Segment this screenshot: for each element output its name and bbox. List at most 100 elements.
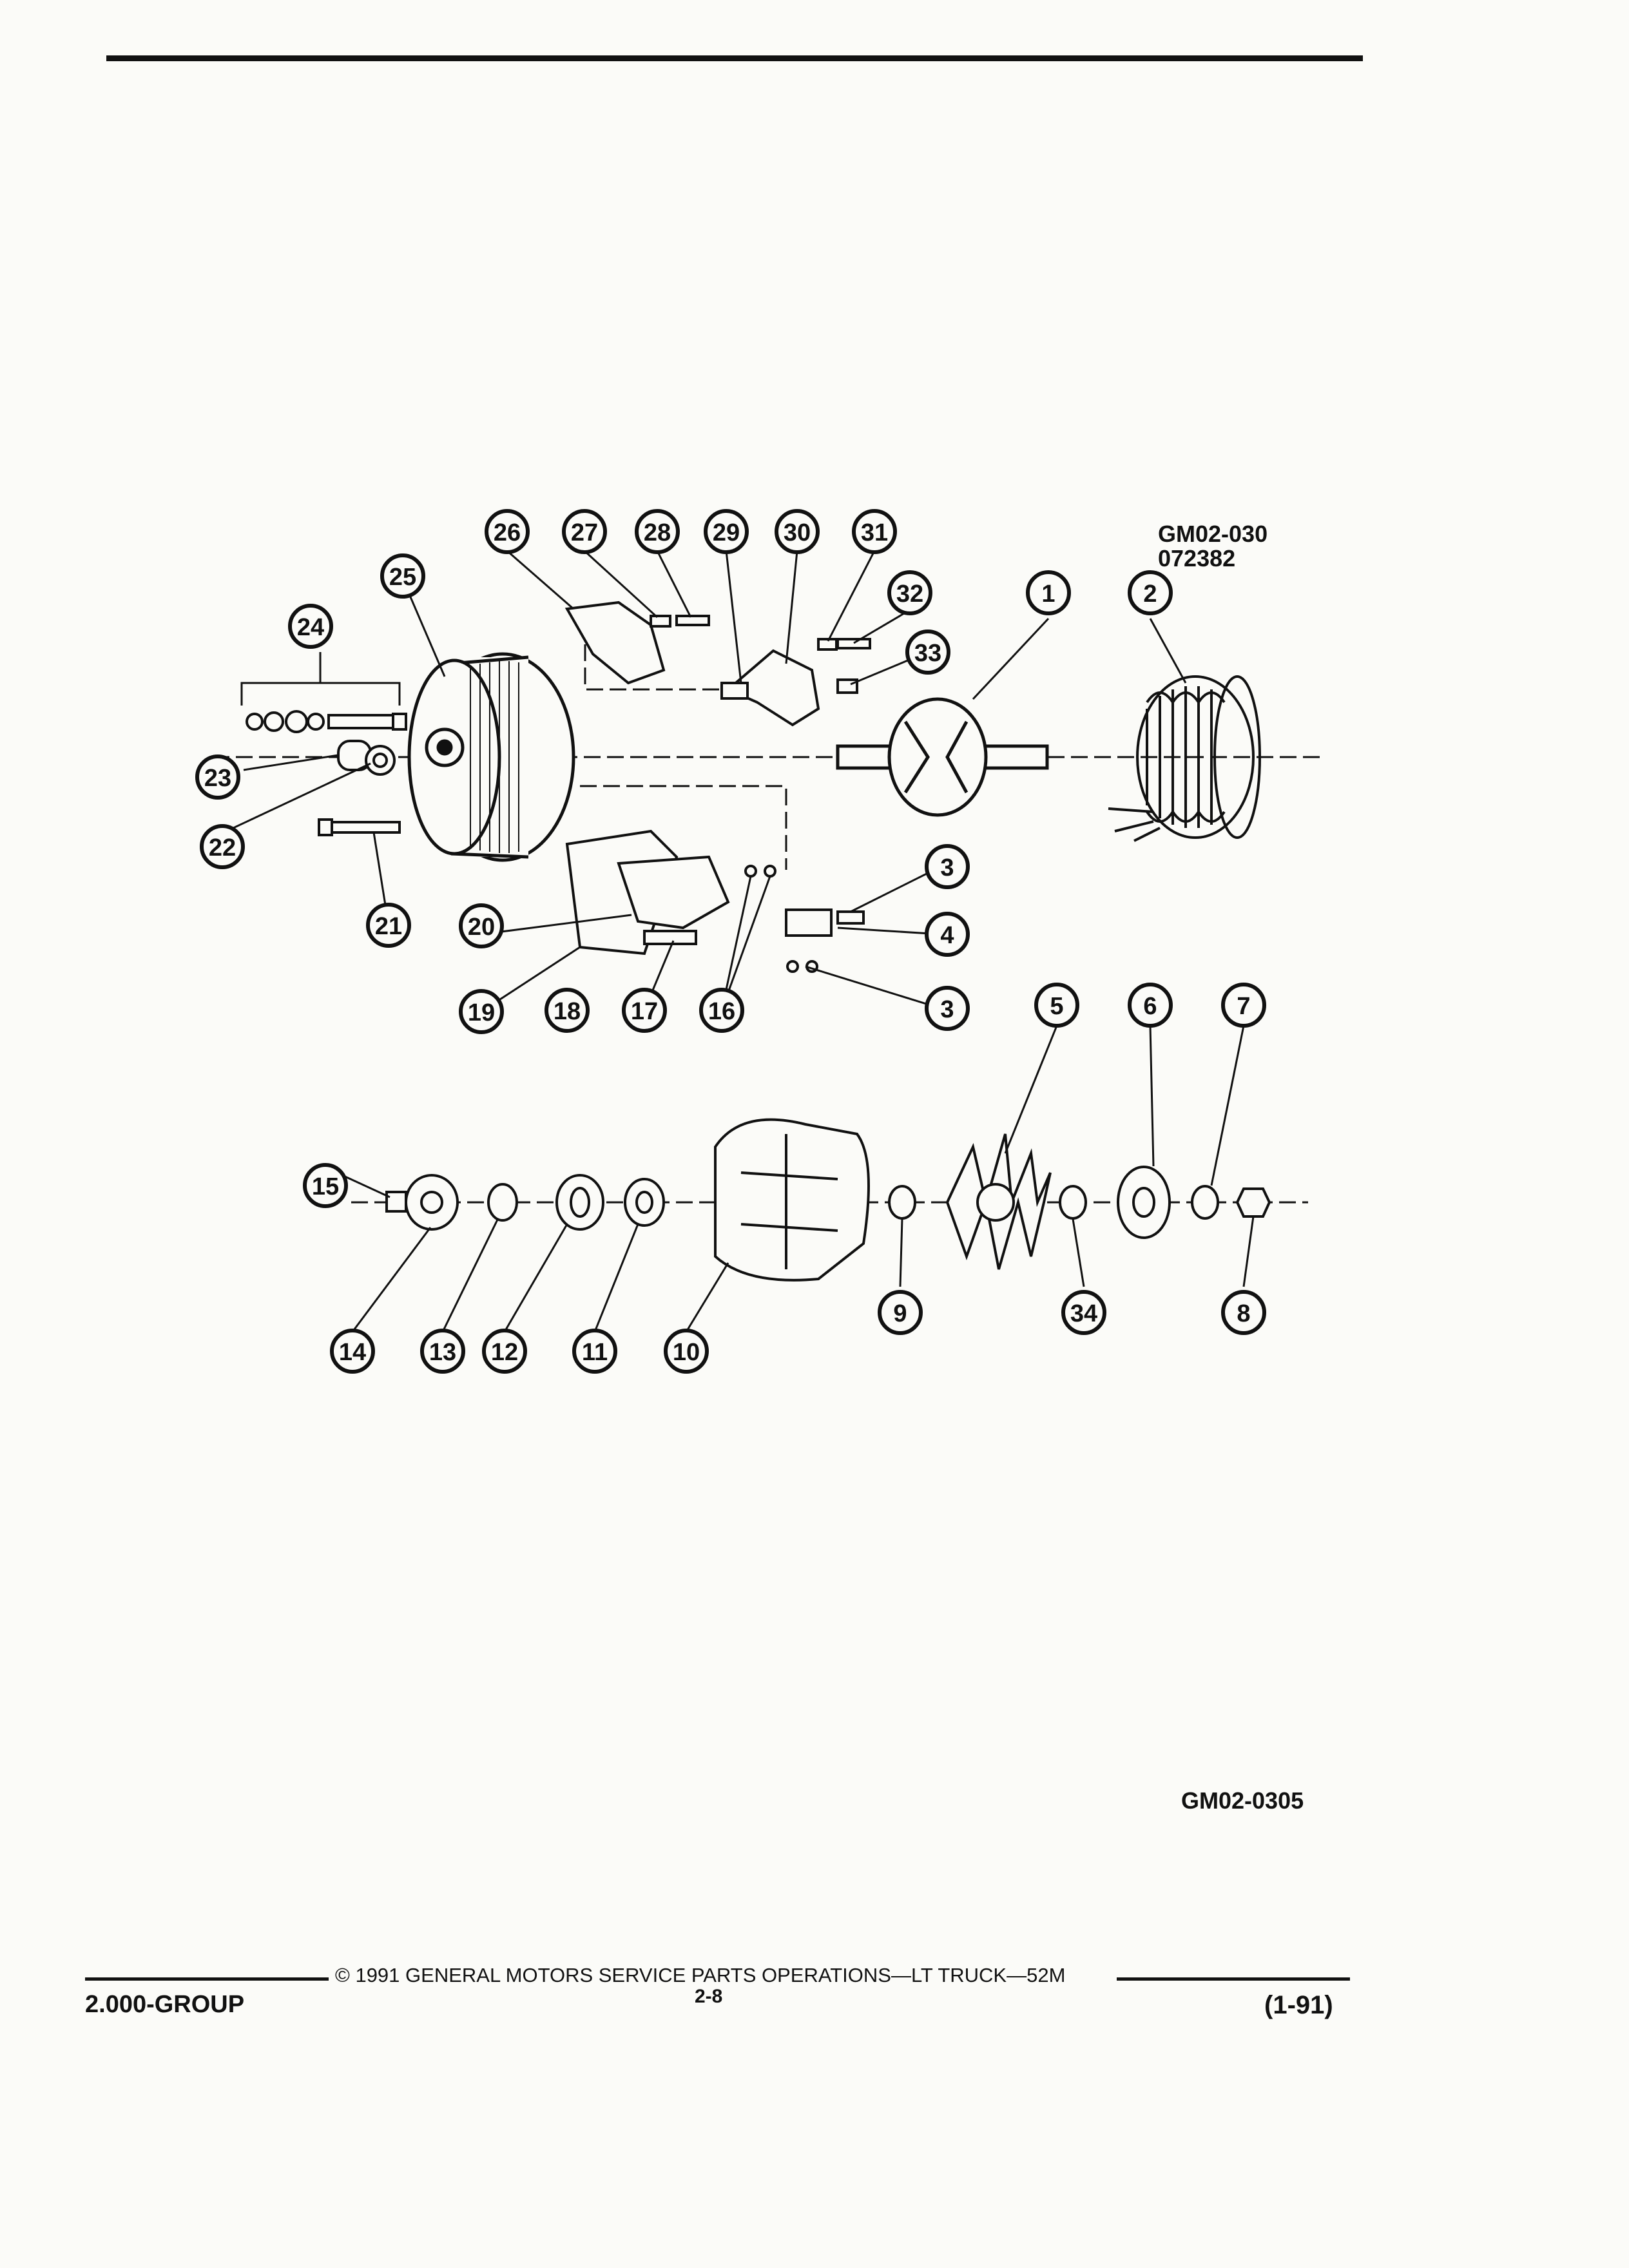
callout-circle	[288, 604, 333, 649]
callout-circle	[1221, 983, 1266, 1028]
callout-number: 26	[494, 519, 521, 546]
callout-number: 22	[209, 834, 236, 861]
callout-number: 19	[468, 999, 495, 1026]
callout-number: 16	[708, 998, 735, 1025]
callout-circle	[1128, 983, 1173, 1028]
callout-number: 27	[571, 519, 598, 546]
callout-circle	[1061, 1290, 1106, 1335]
callout-circle	[562, 509, 607, 554]
callout-number: 13	[429, 1339, 456, 1366]
callout-number: 7	[1237, 993, 1250, 1020]
callout-number: 23	[204, 765, 231, 792]
callout-circle	[664, 1329, 709, 1374]
callout-circle	[925, 912, 970, 957]
leader-bracket-top	[584, 644, 735, 691]
callout-32: 32	[887, 570, 932, 615]
callout-number: 32	[896, 581, 923, 608]
callout-circle	[459, 989, 504, 1034]
callout-28: 28	[635, 509, 680, 554]
callout-number: 4	[940, 922, 954, 949]
callout-27: 27	[562, 509, 607, 554]
callout-circle	[482, 1329, 527, 1374]
callout-number: 6	[1143, 993, 1157, 1020]
callout-circle	[572, 1329, 617, 1374]
footer-date: (1-91)	[1264, 1991, 1333, 2019]
callout-2: 2	[1128, 570, 1173, 615]
footer-group: 2.000-GROUP	[85, 1991, 245, 2018]
callout-circle	[887, 570, 932, 615]
callout-circle	[704, 509, 749, 554]
callout-4: 4	[925, 912, 970, 957]
callout-number: 2	[1143, 581, 1157, 608]
callout-13: 13	[420, 1329, 465, 1374]
callout-circle	[775, 509, 820, 554]
callout-16: 16	[699, 988, 744, 1033]
callout-14: 14	[330, 1329, 375, 1374]
figure-code-bottom: GM02-0305	[1181, 1787, 1304, 1814]
callout-number: 28	[644, 519, 671, 546]
callout-number: 33	[914, 640, 941, 667]
callout-circle	[200, 824, 245, 869]
callout-25: 25	[380, 553, 425, 599]
callout-30: 30	[775, 509, 820, 554]
callout-6: 6	[1128, 983, 1173, 1028]
callout-circle	[459, 903, 504, 948]
callout-21: 21	[366, 903, 411, 948]
callout-12: 12	[482, 1329, 527, 1374]
rotor	[836, 697, 1049, 817]
footer-rule-left	[85, 1977, 329, 1981]
callout-circle	[420, 1329, 465, 1374]
callout-26: 26	[485, 509, 530, 554]
callout-number: 14	[339, 1339, 366, 1366]
callout-circle	[905, 629, 950, 675]
callout-11: 11	[572, 1329, 617, 1374]
callout-number: 17	[631, 998, 658, 1025]
callout-24: 24	[288, 604, 333, 649]
callout-circle	[1221, 1290, 1266, 1335]
leader-bracket-lower	[580, 785, 787, 870]
top-rule	[106, 55, 1363, 61]
brush-holder-parts	[564, 601, 871, 727]
callout-5: 5	[1034, 983, 1079, 1028]
callout-19: 19	[459, 989, 504, 1034]
callout-number: 9	[893, 1300, 907, 1327]
footer-page-number: 2-8	[695, 1986, 723, 2007]
callout-number: 18	[554, 998, 581, 1025]
callout-number: 3	[940, 854, 954, 881]
callout-29: 29	[704, 509, 749, 554]
callout-number: 31	[861, 519, 888, 546]
callout-1: 1	[1026, 570, 1071, 615]
bolt-stack	[246, 710, 407, 836]
callout-circle	[635, 509, 680, 554]
callout-circle	[852, 509, 897, 554]
callout-number: 21	[375, 913, 402, 940]
callout-number: 11	[582, 1339, 608, 1366]
callout-15: 15	[303, 1163, 348, 1208]
callout-10: 10	[664, 1329, 709, 1374]
callout-8: 8	[1221, 1290, 1266, 1335]
callout-circle	[925, 844, 970, 889]
callout-number: 15	[312, 1173, 339, 1200]
slip-ring-end-frame	[407, 652, 575, 862]
callout-number: 8	[1237, 1300, 1250, 1327]
callout-34: 34	[1061, 1290, 1106, 1335]
callout-number: 12	[491, 1339, 518, 1366]
callout-number: 24	[297, 614, 324, 641]
footer-copyright: © 1991 GENERAL MOTORS SERVICE PARTS OPER…	[335, 1964, 1066, 1986]
callout-number: 25	[389, 564, 416, 591]
footer-rule-right	[1117, 1977, 1350, 1981]
callout-circle	[878, 1290, 923, 1335]
callout-circle	[699, 988, 744, 1033]
callout-leaders	[222, 550, 1255, 1332]
drive-end-parts	[385, 1118, 1271, 1282]
callout-circle	[330, 1329, 375, 1374]
callout-circle	[1034, 983, 1079, 1028]
callout-number: 1	[1041, 581, 1055, 608]
callout-7: 7	[1221, 983, 1266, 1028]
callout-circle	[380, 553, 425, 599]
callout-20: 20	[459, 903, 504, 948]
callout-3: 3	[925, 844, 970, 889]
callout-circle	[622, 988, 667, 1033]
